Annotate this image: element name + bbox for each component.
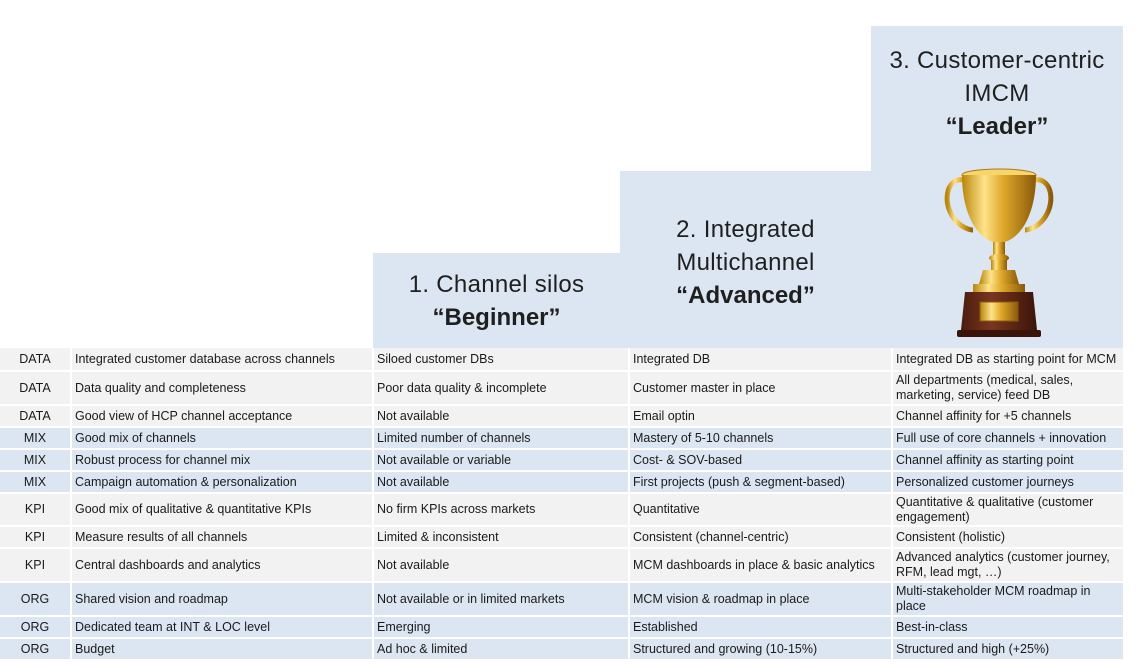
category-label: ORG bbox=[0, 616, 71, 639]
advanced-cell: Email optin bbox=[628, 405, 892, 428]
beginner-cell: Not available or in limited markets bbox=[372, 582, 629, 617]
beginner-cell: Ad hoc & limited bbox=[372, 638, 629, 661]
category-label: ORG bbox=[0, 638, 71, 661]
advanced-cell: Customer master in place bbox=[628, 371, 892, 406]
step-level-label: “Leader” bbox=[945, 113, 1049, 140]
beginner-cell: Not available or variable bbox=[372, 449, 629, 472]
beginner-cell: Limited & inconsistent bbox=[372, 526, 629, 549]
leader-cell: Full use of core channels + innovation bbox=[891, 427, 1123, 450]
category-label: DATA bbox=[0, 348, 71, 372]
category-label: MIX bbox=[0, 449, 71, 472]
criterion-cell: Central dashboards and analytics bbox=[70, 548, 373, 583]
criterion-cell: Good view of HCP channel acceptance bbox=[70, 405, 373, 428]
leader-cell: All departments (medical, sales, marketi… bbox=[891, 371, 1123, 406]
advanced-cell: Established bbox=[628, 616, 892, 639]
advanced-cell: MCM vision & roadmap in place bbox=[628, 582, 892, 617]
advanced-cell: Quantitative bbox=[628, 493, 892, 527]
step-title-line: 3. Customer-centric bbox=[889, 47, 1105, 74]
category-label: DATA bbox=[0, 371, 71, 406]
category-label: KPI bbox=[0, 493, 71, 527]
criterion-cell: Data quality and completeness bbox=[70, 371, 373, 406]
leader-cell: Integrated DB as starting point for MCM bbox=[891, 348, 1123, 372]
beginner-cell: Not available bbox=[372, 548, 629, 583]
category-label: DATA bbox=[0, 405, 71, 428]
beginner-cell: Limited number of channels bbox=[372, 427, 629, 450]
beginner-cell: No firm KPIs across markets bbox=[372, 493, 629, 527]
beginner-cell: Poor data quality & incomplete bbox=[372, 371, 629, 406]
category-label: KPI bbox=[0, 526, 71, 549]
step-level-label: “Advanced” bbox=[676, 282, 815, 309]
leader-cell: Best-in-class bbox=[891, 616, 1123, 639]
advanced-cell: Mastery of 5-10 channels bbox=[628, 427, 892, 450]
criterion-cell: Good mix of channels bbox=[70, 427, 373, 450]
leader-cell: Multi-stakeholder MCM roadmap in place bbox=[891, 582, 1123, 617]
advanced-cell: First projects (push & segment-based) bbox=[628, 471, 892, 494]
beginner-cell: Not available bbox=[372, 405, 629, 428]
step-integrated-multichannel: 2. Integrated Multichannel “Advanced” bbox=[620, 171, 871, 348]
step-channel-silos: 1. Channel silos “Beginner” bbox=[373, 253, 620, 348]
advanced-cell: MCM dashboards in place & basic analytic… bbox=[628, 548, 892, 583]
criterion-cell: Good mix of qualitative & quantitative K… bbox=[70, 493, 373, 527]
advanced-cell: Consistent (channel-centric) bbox=[628, 526, 892, 549]
criterion-cell: Budget bbox=[70, 638, 373, 661]
criterion-cell: Robust process for channel mix bbox=[70, 449, 373, 472]
leader-cell: Channel affinity as starting point bbox=[891, 449, 1123, 472]
criterion-cell: Dedicated team at INT & LOC level bbox=[70, 616, 373, 639]
criterion-cell: Integrated customer database across chan… bbox=[70, 348, 373, 372]
trophy-icon bbox=[944, 168, 1054, 337]
category-label: KPI bbox=[0, 548, 71, 583]
beginner-cell: Siloed customer DBs bbox=[372, 348, 629, 372]
step-level-label: “Beginner” bbox=[432, 304, 561, 331]
criterion-cell: Campaign automation & personalization bbox=[70, 471, 373, 494]
step-title-line: IMCM bbox=[964, 80, 1030, 107]
leader-cell: Channel affinity for +5 channels bbox=[891, 405, 1123, 428]
step-title-line: 1. Channel silos bbox=[408, 271, 585, 298]
leader-cell: Personalized customer journeys bbox=[891, 471, 1123, 494]
step-title-line: Multichannel bbox=[676, 249, 815, 276]
category-label: ORG bbox=[0, 582, 71, 617]
beginner-cell: Not available bbox=[372, 471, 629, 494]
beginner-cell: Emerging bbox=[372, 616, 629, 639]
advanced-cell: Integrated DB bbox=[628, 348, 892, 372]
advanced-cell: Structured and growing (10-15%) bbox=[628, 638, 892, 661]
category-label: MIX bbox=[0, 471, 71, 494]
step-title-line: 2. Integrated bbox=[676, 216, 815, 243]
criterion-cell: Shared vision and roadmap bbox=[70, 582, 373, 617]
leader-cell: Consistent (holistic) bbox=[891, 526, 1123, 549]
leader-cell: Advanced analytics (customer journey, RF… bbox=[891, 548, 1123, 583]
leader-cell: Quantitative & qualitative (customer eng… bbox=[891, 493, 1123, 527]
leader-cell: Structured and high (+25%) bbox=[891, 638, 1123, 661]
criterion-cell: Measure results of all channels bbox=[70, 526, 373, 549]
advanced-cell: Cost- & SOV-based bbox=[628, 449, 892, 472]
category-label: MIX bbox=[0, 427, 71, 450]
